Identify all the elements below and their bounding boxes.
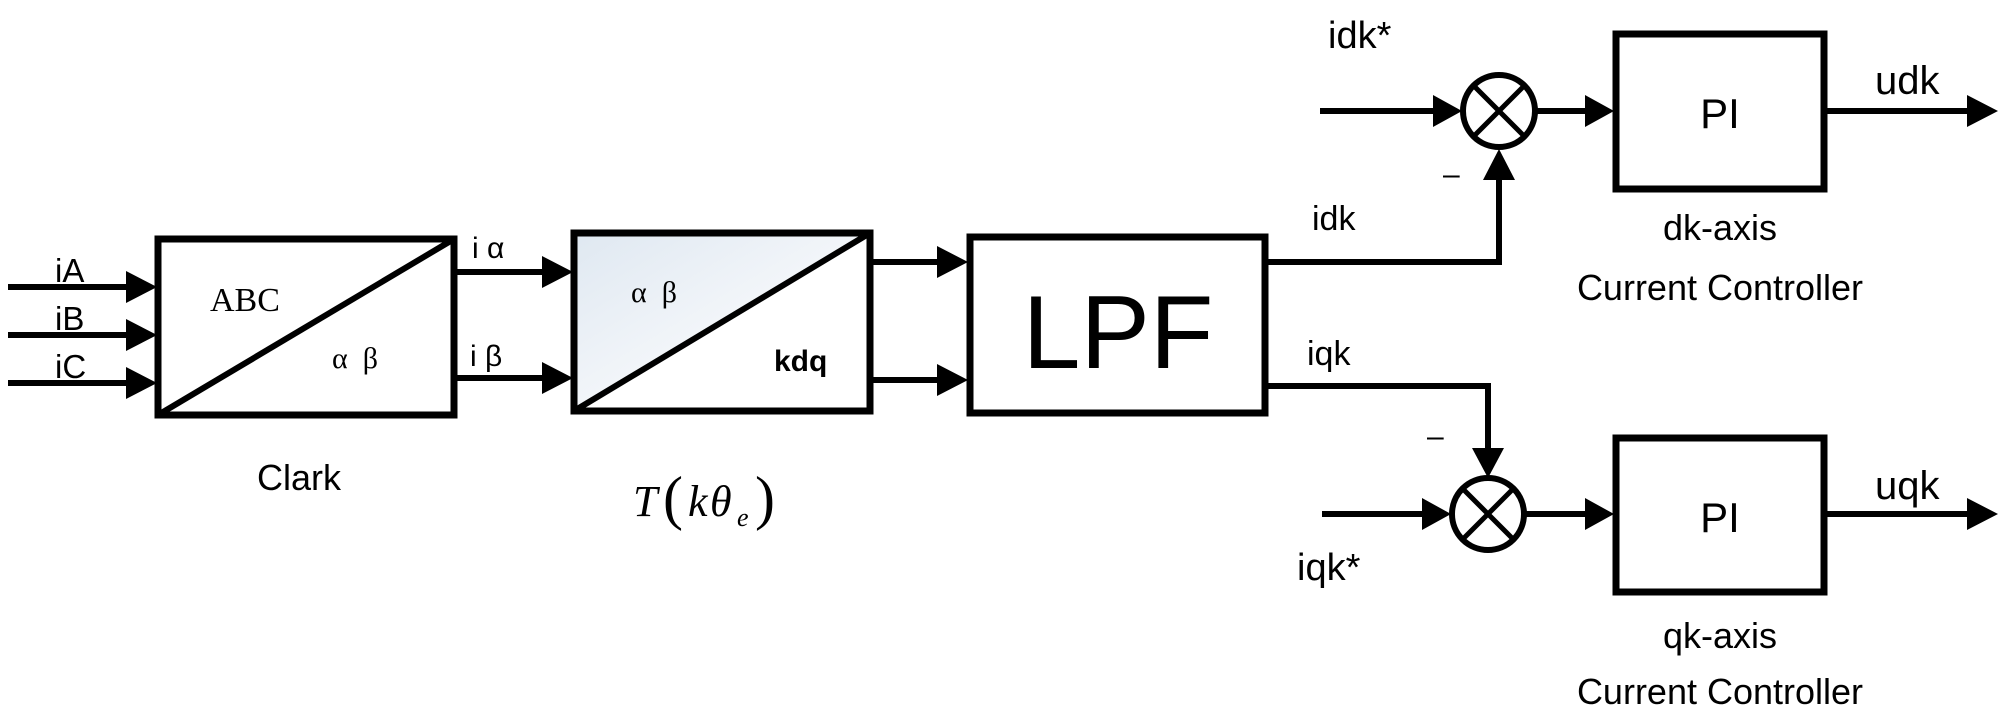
transform-caption-k: k xyxy=(688,477,709,526)
q-summing-junction xyxy=(1449,475,1527,553)
d-minus-sign: – xyxy=(1443,158,1460,191)
i-alpha-label: i α xyxy=(472,232,504,265)
d-error-arrow xyxy=(1536,95,1614,127)
clark-caption: Clark xyxy=(257,457,342,498)
input-ia-label: iA xyxy=(55,252,84,289)
idk-ref-arrow xyxy=(1320,95,1462,127)
i-beta-label: i β xyxy=(470,340,502,373)
q-error-arrow xyxy=(1525,498,1614,530)
clark-abc-label: ABC xyxy=(210,282,280,319)
transform-caption: T ( k θ e ) xyxy=(633,465,775,532)
iqk-label: iqk xyxy=(1307,335,1351,373)
iqk-ref-label: iqk* xyxy=(1297,547,1361,589)
lpf-label: LPF xyxy=(1023,275,1214,391)
transform-caption-t: T xyxy=(633,477,661,526)
q-pi-label: PI xyxy=(1700,494,1740,541)
idk-feedback-wire xyxy=(1266,149,1515,265)
i-alpha-arrow xyxy=(455,256,573,288)
input-ib-arrow xyxy=(8,319,157,351)
transform-kdq-label: kdq xyxy=(774,345,827,378)
iqk-feedback-wire xyxy=(1266,383,1504,478)
idk-label: idk xyxy=(1312,200,1356,238)
park-transform-block xyxy=(570,229,874,415)
iqk-ref-arrow xyxy=(1322,498,1451,530)
input-ia-arrow xyxy=(8,271,157,303)
transform-caption-subscript: e xyxy=(737,503,749,532)
d-caption-line1: dk-axis xyxy=(1663,207,1777,248)
lpf-block xyxy=(966,233,1269,417)
q-caption-line2: Current Controller xyxy=(1577,671,1863,712)
kq-arrow xyxy=(873,364,968,396)
q-caption-line1: qk-axis xyxy=(1663,615,1777,656)
input-ic-label: iC xyxy=(55,348,86,385)
q-minus-sign: – xyxy=(1427,420,1444,453)
i-beta-arrow xyxy=(455,362,573,394)
d-pi-label: PI xyxy=(1700,90,1740,137)
d-caption-line2: Current Controller xyxy=(1577,267,1863,308)
uqk-label: uqk xyxy=(1875,464,1940,508)
udk-label: udk xyxy=(1875,59,1940,103)
clark-block xyxy=(154,235,458,419)
transform-alpha-beta-label: α β xyxy=(631,276,677,309)
d-summing-junction xyxy=(1460,72,1538,150)
udk-output-arrow xyxy=(1825,95,1998,127)
input-ib-label: iB xyxy=(55,300,84,337)
d-pi-block xyxy=(1612,30,1828,193)
clark-alpha-beta-label: α β xyxy=(332,342,378,375)
idk-ref-label: idk* xyxy=(1328,15,1392,57)
q-pi-block xyxy=(1612,434,1828,596)
kd-arrow xyxy=(873,246,968,278)
transform-caption-theta: θ xyxy=(710,477,732,526)
transform-caption-open-paren: ( xyxy=(663,465,683,531)
uqk-output-arrow xyxy=(1825,498,1998,530)
transform-caption-close-paren: ) xyxy=(755,465,775,531)
input-ic-arrow xyxy=(8,367,157,399)
